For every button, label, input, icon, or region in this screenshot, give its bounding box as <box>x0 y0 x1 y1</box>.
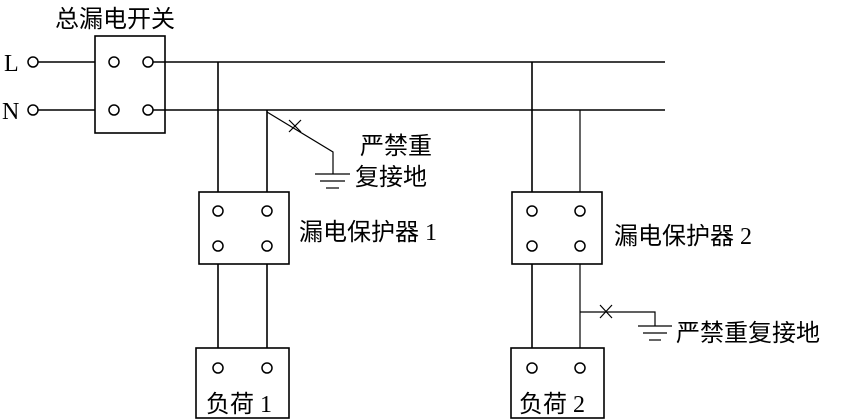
ground-warning-top-line1: 严禁重 <box>360 133 432 160</box>
main-switch-terminal-n-in <box>108 104 120 116</box>
prohibited-ground-x-bottom-b <box>599 304 613 319</box>
main-switch-label: 总漏电开关 <box>55 6 175 33</box>
rcd1-terminal-l-out <box>212 240 224 252</box>
line-n-label: N <box>2 99 19 125</box>
prohibited-ground-wire-top <box>266 111 334 174</box>
load1-box <box>195 347 290 419</box>
prohibited-ground-x-top-b <box>288 119 302 133</box>
line-l-terminal <box>27 56 39 68</box>
ground-warning-top-line2: 复接地 <box>355 164 427 191</box>
rcd2-terminal-l-out <box>526 240 538 252</box>
rcd2-label: 漏电保护器 2 <box>614 223 752 250</box>
rcd2-terminal-n-out <box>574 240 586 252</box>
load2-terminal-n <box>574 362 586 374</box>
rcd1-terminal-n-in <box>261 205 273 217</box>
load2-terminal-l <box>526 362 538 374</box>
line-l-label: L <box>4 51 19 77</box>
rcd1-label: 漏电保护器 1 <box>299 219 437 246</box>
main-switch-terminal-n-out <box>142 104 154 116</box>
rcd1-terminal-l-in <box>212 205 224 217</box>
load2-label: 负荷 2 <box>519 391 585 418</box>
main-switch-terminal-l-out <box>142 56 154 68</box>
main-switch-box <box>94 35 166 134</box>
rcd2-terminal-n-in <box>574 205 586 217</box>
main-switch-terminal-l-in <box>108 56 120 68</box>
load1-terminal-l <box>212 362 224 374</box>
load2-box <box>510 347 605 419</box>
rcd1-terminal-n-out <box>261 240 273 252</box>
rcd2-terminal-l-in <box>526 205 538 217</box>
rcd1-box <box>198 191 290 265</box>
load1-label: 负荷 1 <box>206 391 272 418</box>
prohibited-ground-wire-bottom <box>580 311 656 326</box>
load1-terminal-n <box>261 362 273 374</box>
line-n-terminal <box>27 104 39 116</box>
ground-warning-bottom-label: 严禁重复接地 <box>676 320 820 347</box>
rcd2-box <box>511 191 603 265</box>
